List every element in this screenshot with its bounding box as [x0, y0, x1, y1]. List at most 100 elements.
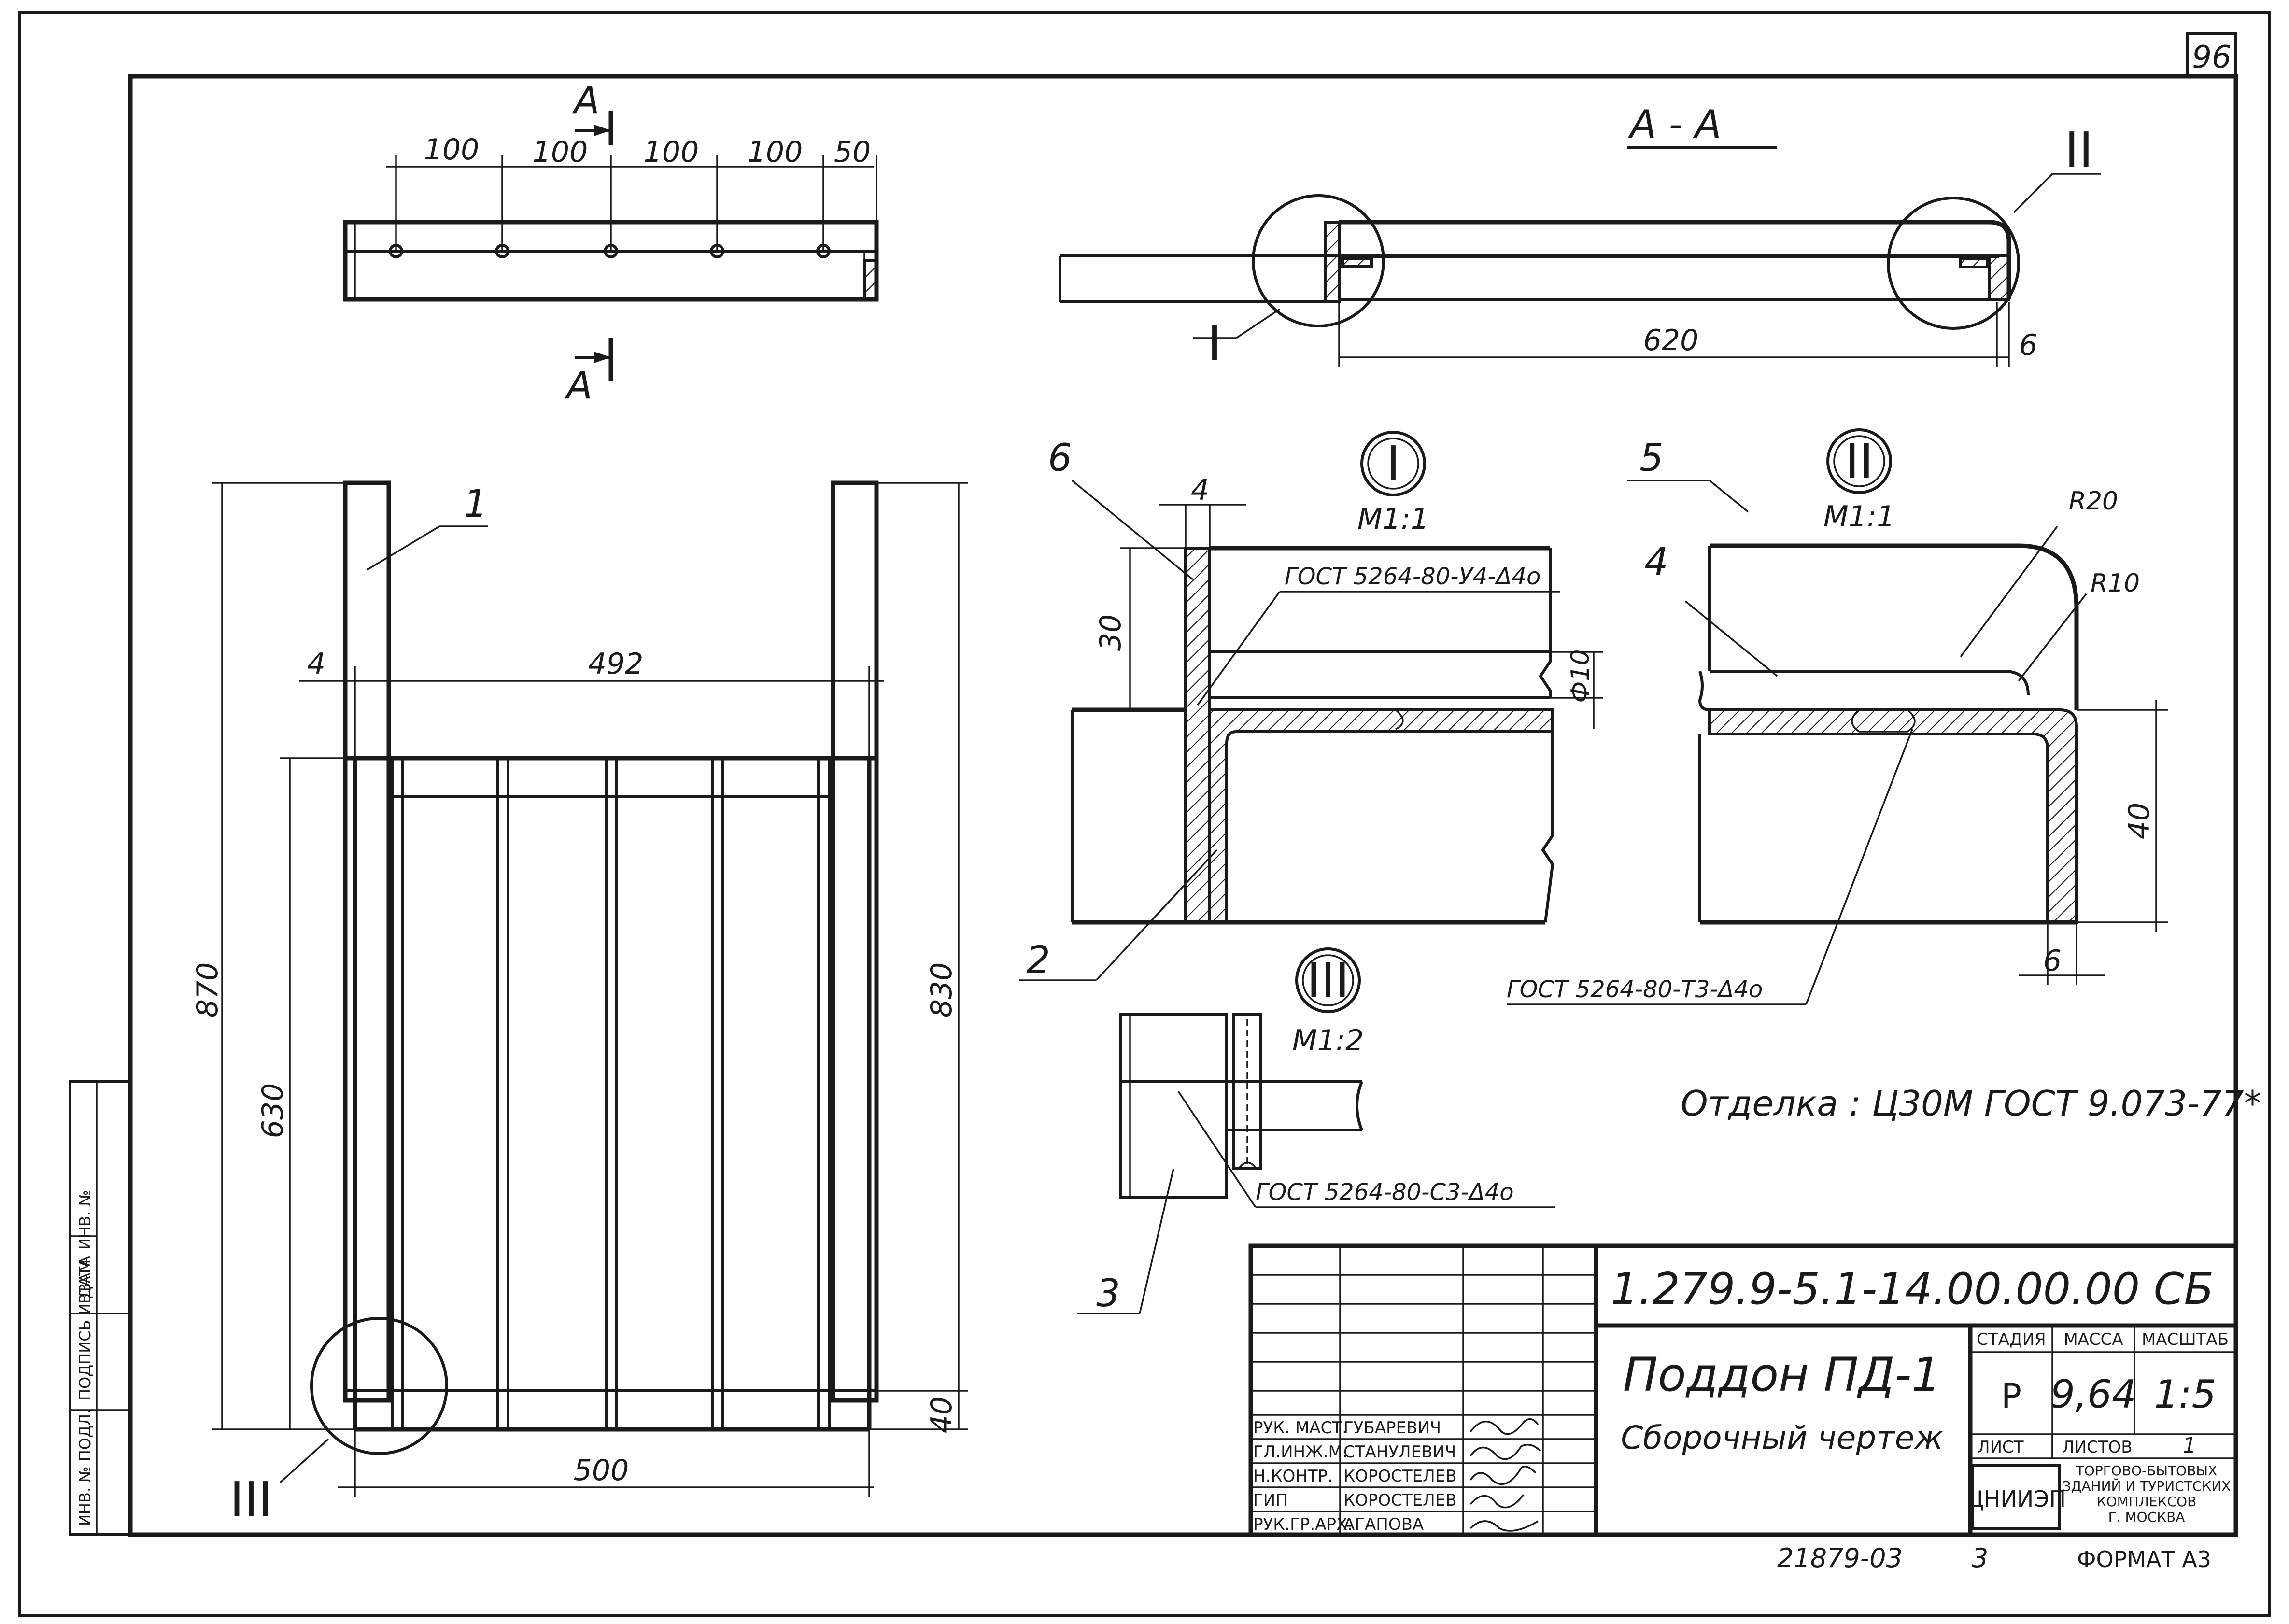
- org-line-1: ТОРГОВО-БЫТОВЫХ: [2076, 1463, 2218, 1479]
- name-4: КОРОСТЕЛЕВ: [1343, 1491, 1457, 1510]
- top-dim-5: 50: [834, 135, 871, 169]
- callout-6: 6: [1048, 437, 1072, 480]
- side-stamp: ИНВ. № ПОДЛ. ПОДПИСЬ И ДАТА ВЗАМ. ИНВ. №: [69, 1080, 132, 1536]
- inner-frame: [128, 74, 2238, 1537]
- role-2: ГЛ.ИНЖ.М.: [1253, 1442, 1348, 1462]
- format-label: ФОРМАТ А3: [2077, 1546, 2211, 1572]
- section-dim-line: [1338, 302, 2010, 367]
- org-line-4: Г. МОСКВА: [2108, 1509, 2185, 1525]
- detail-III-weld-note: ГОСТ 5264-80-С3-Δ4о: [1256, 1179, 1514, 1206]
- detail-I-dim-d10: Ф10: [1566, 650, 1595, 703]
- top-plan-view: 100 100 100 100 50 А А: [343, 79, 879, 408]
- section-mark-bottom: А: [564, 364, 592, 408]
- role-4: ГИП: [1253, 1491, 1288, 1510]
- detail-II: II М1:1 40 6 R20 R10 4 5 ГОСТ 5264-80-Т3…: [1507, 428, 2168, 1005]
- top-dim-4: 100: [748, 135, 803, 169]
- post-right: [831, 480, 879, 1403]
- section-a-a: А - А I II 620 6: [1059, 102, 2101, 371]
- dim-492: 492: [588, 647, 644, 681]
- section-title: А - А: [1627, 102, 1721, 147]
- side-stamp-sign: ПОДПИСЬ И ДАТА: [76, 1256, 94, 1400]
- detail-II-r20: R20: [2069, 487, 2118, 516]
- scale-label: МАСШТАБ: [2142, 1330, 2229, 1349]
- detail-III-roman: III: [1307, 952, 1349, 1009]
- vertical-rods: [391, 757, 831, 1431]
- detail-I-dim-30: 30: [1094, 614, 1128, 651]
- sheets-label: ЛИСТОВ: [2062, 1438, 2133, 1457]
- dim-830: 830: [925, 962, 959, 1018]
- detail-II-r10: R10: [2091, 569, 2140, 598]
- name-1: ГУБАРЕВИЧ: [1343, 1418, 1441, 1438]
- mass-value: 9,64: [2050, 1372, 2136, 1417]
- role-5: РУК.ГР.АРХ.: [1253, 1515, 1353, 1534]
- side-stamp-inv: ИНВ. № ПОДЛ.: [76, 1409, 94, 1526]
- top-dim-2: 100: [533, 135, 588, 169]
- top-dimension-line: [386, 155, 877, 251]
- detail-II-scale: М1:1: [1823, 500, 1895, 534]
- archive-number: 21879-03: [1777, 1543, 1903, 1573]
- name-2: СТАНУЛЕВИЧ: [1343, 1442, 1456, 1462]
- detail-III-callout: [310, 1317, 448, 1455]
- name-3: КОРОСТЕЛЕВ: [1343, 1467, 1457, 1486]
- name-5: АГАПОВА: [1343, 1515, 1424, 1534]
- main-front-view: III 870 630 830 40 492 4 500 1: [191, 480, 968, 1528]
- scale-value: 1:5: [2154, 1372, 2217, 1417]
- post-left: [343, 480, 391, 1403]
- sheets-value: 1: [2183, 1433, 2196, 1458]
- detail-I-callout: [1252, 194, 1385, 327]
- org-line-2: ЗДАНИЙ И ТУРИСТСКИХ: [2063, 1478, 2231, 1494]
- detail-II-weld-note: ГОСТ 5264-80-Т3-Δ4о: [1507, 976, 1763, 1003]
- top-dim-3: 100: [644, 135, 699, 169]
- side-stamp-vzam: ВЗАМ. ИНВ. №: [76, 1190, 94, 1304]
- detail-I-roman: I: [1386, 436, 1400, 492]
- org-logo-box: [1971, 1464, 2061, 1530]
- dim-4: 4: [307, 647, 325, 681]
- detail-II-dim-40: 40: [2122, 803, 2156, 839]
- callout-5: 5: [1639, 437, 1664, 480]
- signatures: [1469, 1418, 1541, 1532]
- section-mark-top: А: [571, 79, 599, 123]
- detail-III-scale: М1:2: [1292, 1024, 1364, 1058]
- view-mark-I: I: [1207, 315, 1222, 371]
- title-block: РУК. МАСТ. ГУБАРЕВИЧ ГЛ.ИНЖ.М. СТАНУЛЕВИ…: [1248, 1243, 2238, 1537]
- stage-value: Р: [2001, 1376, 2021, 1416]
- detail-II-dim-6: 6: [2043, 944, 2062, 978]
- view-mark-III: III: [230, 1471, 272, 1528]
- org-line-3: КОМПЛЕКСОВ: [2097, 1494, 2197, 1510]
- outer-frame: [18, 11, 2271, 1617]
- dim-870: 870: [191, 962, 225, 1018]
- section-dim-6: 6: [2019, 328, 2037, 362]
- detail-III: III М1:2 ГОСТ 5264-80-С3-Δ4о 3: [1077, 947, 1555, 1315]
- doc-code: 1.279.9-5.1-14.00.00.00 СБ: [1611, 1264, 2214, 1314]
- callout-1: 1: [464, 482, 488, 526]
- stage-label: СТАДИЯ: [1977, 1330, 2046, 1349]
- sheet-label: ЛИСТ: [1978, 1438, 2024, 1457]
- detail-I: I М1:1 30 4 Ф10 ГОСТ 5264-80-У4-Δ4о 6 2: [1019, 431, 1603, 982]
- drawing-subtitle: Сборочный чертеж: [1621, 1419, 1943, 1456]
- dim-40: 40: [925, 1397, 959, 1433]
- section-cut-marks: [575, 111, 613, 381]
- detail-I-scale: М1:1: [1357, 502, 1429, 536]
- dim-500: 500: [574, 1454, 629, 1487]
- view-mark-II: II: [2065, 122, 2093, 178]
- callout-3: 3: [1096, 1272, 1120, 1315]
- role-1: РУК. МАСТ.: [1253, 1418, 1347, 1438]
- dim-630: 630: [256, 1083, 290, 1139]
- top-dim-1: 100: [424, 133, 480, 167]
- callout-4: 4: [1644, 540, 1668, 584]
- mass-label: МАССА: [2063, 1330, 2123, 1349]
- drawing-title: Поддон ПД-1: [1623, 1348, 1941, 1402]
- sheet-number: 96: [2192, 40, 2231, 75]
- finish-note: Отделка : Ц30М ГОСТ 9.073-77*: [1681, 1083, 2261, 1124]
- dim-lines-main: [212, 482, 968, 1497]
- callout-2: 2: [1026, 939, 1050, 982]
- role-3: Н.КОНТР.: [1253, 1467, 1333, 1486]
- detail-I-dim-4: 4: [1191, 473, 1209, 507]
- org-logo: ЦНИИЭП: [1966, 1486, 2066, 1512]
- detail-II-roman: II: [1845, 433, 1874, 490]
- sheet-number-box: [2186, 32, 2237, 78]
- page-number: 3: [1972, 1543, 1988, 1573]
- detail-II-callout: [1887, 197, 2020, 330]
- detail-I-weld-note: ГОСТ 5264-80-У4-Δ4о: [1285, 563, 1540, 590]
